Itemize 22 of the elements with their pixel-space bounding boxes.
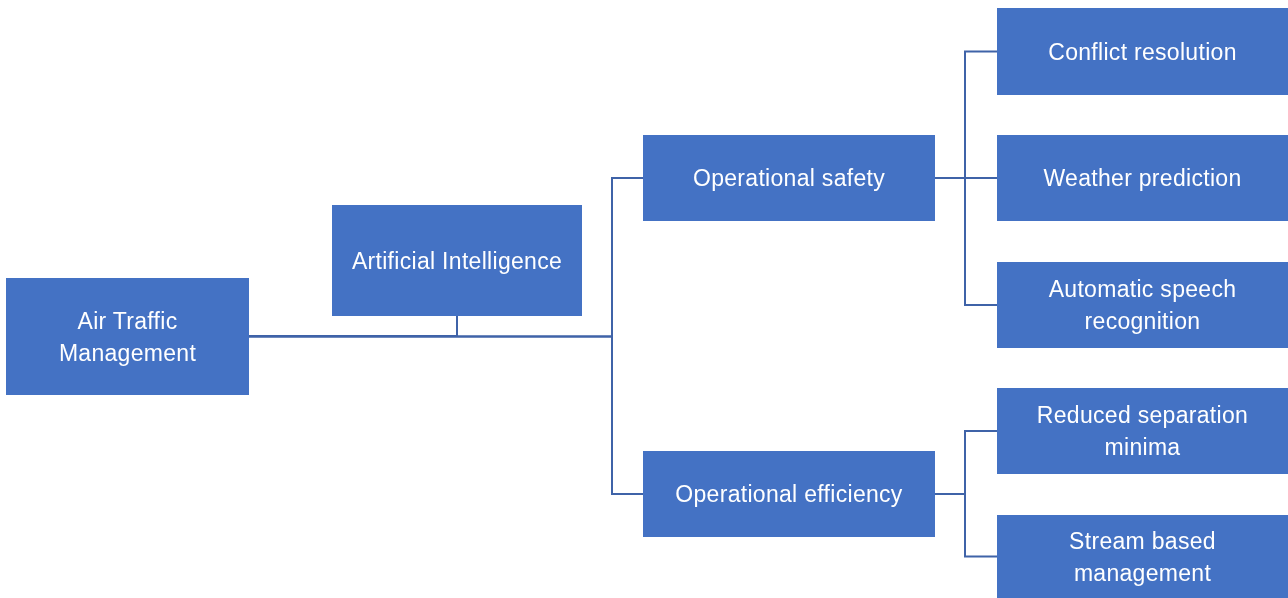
process-box bbox=[997, 135, 1288, 221]
process-box bbox=[332, 205, 582, 316]
connector-line bbox=[248, 335, 644, 495]
node-label: Automatic speech recognition bbox=[1047, 275, 1238, 336]
node-label: Artificial Intelligence bbox=[351, 246, 563, 276]
process-box bbox=[997, 515, 1288, 598]
node-label: Air Traffic Management bbox=[57, 306, 198, 368]
process-box bbox=[997, 8, 1288, 95]
process-box bbox=[997, 262, 1288, 348]
node-label: Operational safety bbox=[692, 164, 886, 193]
process-box bbox=[643, 451, 935, 537]
process-box bbox=[643, 135, 935, 221]
node-label: Stream based management bbox=[1068, 526, 1217, 588]
node-label: Reduced separation minima bbox=[1035, 401, 1250, 462]
connector-line bbox=[248, 315, 458, 337]
node-label: Weather prediction bbox=[1043, 164, 1242, 193]
node-label: Conflict resolution bbox=[1048, 37, 1237, 67]
process-box bbox=[6, 278, 249, 395]
process-box bbox=[997, 388, 1288, 474]
connector-line bbox=[934, 177, 998, 306]
node-label: Operational efficiency bbox=[675, 480, 903, 509]
connector-line bbox=[934, 493, 998, 558]
